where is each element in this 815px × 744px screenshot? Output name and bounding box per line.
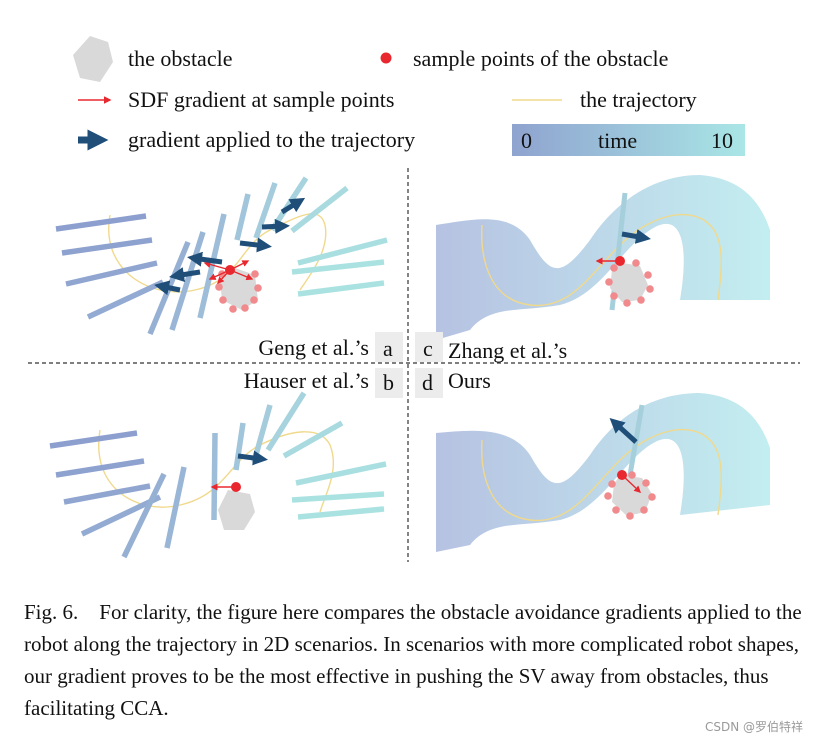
applied-gradient-d bbox=[609, 417, 638, 444]
panel-c-letter: c bbox=[423, 336, 433, 361]
panel-c-letter-box bbox=[415, 332, 443, 362]
robot-poses-a bbox=[55, 176, 388, 336]
figure: the obstacle sample points of the obstac… bbox=[28, 36, 800, 562]
time-colorbar-end: 10 bbox=[711, 128, 733, 153]
sample-point-b bbox=[231, 482, 241, 492]
time-colorbar-start: 0 bbox=[521, 128, 532, 153]
figure-caption: Fig. 6. For clarity, the figure here com… bbox=[24, 600, 802, 720]
obstacle-b bbox=[218, 490, 255, 530]
applied-gradient-b bbox=[237, 450, 268, 466]
trajectory-b bbox=[98, 429, 335, 513]
robot-poses-b bbox=[49, 391, 387, 559]
legend-applied-gradient-label: gradient applied to the trajectory bbox=[128, 127, 415, 152]
sample-point-d bbox=[617, 470, 627, 480]
panel-b-title: Hauser et al.’s bbox=[244, 368, 369, 393]
panel-a bbox=[55, 176, 388, 336]
legend-sample-points-label: sample points of the obstacle bbox=[413, 46, 668, 71]
obstacle-swatch bbox=[73, 36, 113, 82]
legend: the obstacle sample points of the obstac… bbox=[73, 36, 745, 156]
sample-points-c bbox=[605, 259, 654, 307]
panel-d bbox=[436, 393, 770, 552]
sample-point-swatch bbox=[380, 52, 392, 64]
panel-labels: a Geng et al.’s c Zhang et al.’s b Hause… bbox=[244, 332, 567, 398]
time-colorbar-label: time bbox=[598, 128, 637, 153]
trajectory-d bbox=[481, 428, 722, 522]
time-colorbar bbox=[512, 124, 745, 156]
legend-sdf-gradient-label: SDF gradient at sample points bbox=[128, 87, 394, 112]
panel-d-letter-box bbox=[415, 368, 443, 398]
legend-trajectory-label: the trajectory bbox=[580, 87, 697, 112]
watermark: CSDN @罗伯特祥 bbox=[704, 720, 803, 734]
applied-gradients-a bbox=[154, 197, 306, 296]
panel-c-title: Zhang et al.’s bbox=[448, 338, 567, 363]
obstacle-c bbox=[610, 262, 648, 302]
sample-points-d bbox=[604, 471, 656, 520]
obstacle-d bbox=[612, 475, 652, 516]
swept-volume-c bbox=[436, 175, 770, 340]
panel-a-title: Geng et al.’s bbox=[258, 335, 369, 360]
sample-point-c bbox=[615, 256, 625, 266]
panel-a-letter-box bbox=[375, 332, 403, 362]
panel-d-letter: d bbox=[422, 370, 433, 395]
panel-a-letter: a bbox=[383, 336, 393, 361]
trajectory-a bbox=[108, 213, 327, 293]
legend-obstacle-label: the obstacle bbox=[128, 46, 232, 71]
applied-gradient-c bbox=[621, 229, 651, 244]
panel-b-letter-box bbox=[375, 368, 403, 398]
panel-b bbox=[49, 391, 387, 559]
panel-b-letter: b bbox=[383, 370, 394, 395]
panel-c bbox=[436, 175, 770, 340]
sample-point-a bbox=[225, 265, 235, 275]
panel-d-title: Ours bbox=[448, 368, 491, 393]
swept-volume-d bbox=[436, 393, 770, 552]
